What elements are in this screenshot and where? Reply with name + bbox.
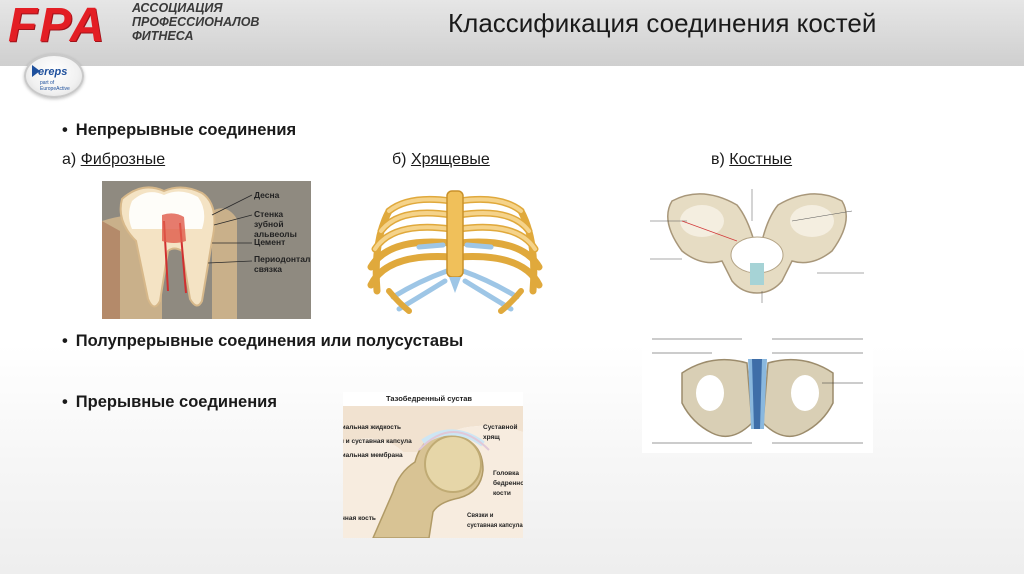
tooth-diagram: Десна Стенка зубной альвеолы Цемент Пери… [102, 181, 311, 319]
hip-label-articular-cartilage: Суставной хрящ [483, 424, 518, 441]
fpa-logo: FPA [0, 0, 210, 66]
association-line-2: ПРОФЕССИОНАЛОВ [132, 15, 260, 29]
label-cartilaginous-prefix: б) [392, 151, 411, 168]
ribcage-illustration [367, 190, 543, 314]
hip-label-ligaments-left: Связки и суставная капсула [343, 438, 412, 445]
ribcage-diagram [359, 181, 551, 319]
slide-title: Классификация соединения костей [448, 8, 877, 38]
hip-label-femoral-head: Головка бедренной кости [493, 470, 523, 497]
hip-label-synovial-fluid: Синовиальная жидкость [343, 424, 402, 431]
ereps-badge-subtext: part of EuropeActive [40, 80, 70, 92]
bullet-continuous: Непрерывные соединения [62, 121, 296, 140]
pelvis-symphysis-diagram [642, 333, 873, 453]
association-line-3: ФИТНЕСА [132, 29, 194, 43]
link-cartilaginous[interactable]: Хрящевые [410, 151, 490, 168]
tooth-label-cement: Цемент [254, 237, 286, 247]
ereps-badge: ereps part of EuropeActive [24, 54, 84, 98]
pelvis-front-illustration [650, 189, 864, 303]
link-bony[interactable]: Костные [729, 151, 793, 168]
tooth-label-gum: Десна [254, 190, 280, 200]
ereps-badge-text: ereps [38, 66, 68, 78]
label-bony-prefix: в) [711, 151, 730, 168]
link-fibrous[interactable]: Фиброзные [80, 151, 166, 168]
hip-label-ligaments-right: Связки и суставная капсула [467, 513, 523, 529]
association-line-1: АССОЦИАЦИЯ [132, 1, 223, 15]
hip-label-synovial-membrane: Синовиальная мембрана [343, 452, 403, 459]
bullet-semi-continuous: Полупрерывные соединения или полусуставы [62, 332, 463, 351]
hip-title: Тазобедренный сустав [386, 394, 473, 403]
bullet-discontinuous: Прерывные соединения [62, 393, 277, 412]
tooth-label-periodontal: Периодонтальная связка [254, 254, 311, 274]
label-fibrous: а) Фиброзные [62, 151, 165, 169]
fpa-logo-text: FPA [8, 0, 107, 52]
ereps-mark-icon [32, 65, 40, 77]
hip-joint-diagram: Тазобедренный сустав Синовиальная жидкос… [343, 392, 523, 538]
pelvis-symphysis-illustration [652, 338, 863, 444]
tooth-illustration [102, 181, 311, 319]
label-cartilaginous: б) Хрящевые [392, 151, 490, 169]
pelvis-front-diagram [642, 181, 873, 313]
slide-header: FPA АССОЦИАЦИЯ ПРОФЕССИОНАЛОВ ФИТНЕСА Кл… [0, 0, 1024, 66]
tooth-label-alveolar-wall: Стенка зубной альвеолы [254, 209, 297, 239]
label-bony: в) Костные [711, 151, 792, 169]
hip-joint-illustration [343, 406, 523, 538]
hip-label-femur: Бедренная кость [343, 515, 376, 522]
label-fibrous-prefix: а) [62, 151, 81, 168]
association-name: АССОЦИАЦИЯ ПРОФЕССИОНАЛОВ ФИТНЕСА [132, 1, 292, 43]
